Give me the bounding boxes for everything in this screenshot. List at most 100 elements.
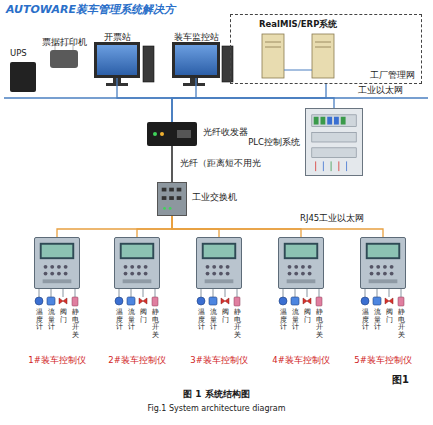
drawing-part [162, 188, 167, 192]
drawing-part [169, 207, 172, 210]
drawing-part [288, 272, 292, 276]
drawing-part [370, 272, 374, 276]
drawing-part [331, 161, 332, 171]
drawing-part [315, 47, 331, 48]
drawing-part [334, 117, 339, 125]
drawing-part [315, 161, 316, 171]
node-label: RealMIS/ERP系统 [259, 19, 337, 29]
drawing-part [314, 117, 319, 125]
node-label: 开票站 [104, 32, 131, 42]
drawing-part [301, 272, 305, 276]
drawing-part [383, 272, 387, 276]
device-label: 温度计 [116, 309, 123, 332]
drawing-part [315, 42, 331, 43]
drawing-part [183, 83, 205, 86]
ethernet-link [117, 78, 172, 122]
drawing-part [169, 188, 174, 192]
drawing-part [265, 42, 281, 43]
drawing-part [294, 265, 298, 269]
drawing-part [312, 115, 356, 127]
drawing-part [262, 34, 284, 78]
drawing-part [288, 265, 292, 269]
caption: 图 1 系统结构图 [183, 389, 250, 400]
device-label: 阀门 [60, 309, 67, 324]
device-label: 流量计 [48, 309, 55, 332]
drawing-part [43, 279, 72, 283]
drawing-part [169, 196, 174, 200]
drawing-part [153, 132, 157, 136]
drawing-part [390, 272, 394, 276]
drawing-part [147, 122, 197, 146]
device-label: 阀门 [222, 309, 229, 324]
fiber-transceiver: 光纤收发器 [147, 122, 197, 146]
node-label: 票据打印机 [42, 37, 87, 47]
drawing-part [120, 243, 154, 259]
node-label: PLC控制系统 [248, 137, 300, 147]
drawing-part [160, 132, 164, 136]
drawing-part [312, 132, 356, 142]
device-label: 流量计 [128, 309, 135, 332]
drawing-part [35, 238, 79, 288]
drawing-part [390, 265, 394, 269]
drawing-part [42, 245, 73, 258]
device-label: 温度计 [280, 309, 287, 332]
drawing-part [361, 238, 405, 288]
drawing-part [286, 245, 317, 258]
annotation: 工业以太网 [358, 85, 403, 95]
drawing-part [204, 245, 235, 258]
node-label: 装车监控站 [174, 32, 219, 42]
printer-box: 票据打印机 [50, 50, 78, 68]
server-icon [262, 34, 334, 78]
drawing-part [366, 243, 400, 259]
drawing-part [202, 243, 236, 259]
ethernet-link [172, 78, 196, 122]
plc-cabinet: PLC控制系统 [305, 108, 363, 176]
workstation-monitor: 装车监控站 [172, 42, 220, 78]
drawing-part [64, 272, 68, 276]
drawing-part [226, 265, 230, 269]
drawing-part [197, 238, 241, 288]
annotation: Fig.1 System architecture diagram [147, 404, 285, 414]
drawing-part [50, 265, 54, 269]
loading-controller: 2#装车控制仪 [114, 237, 160, 289]
drawing-part [144, 265, 148, 269]
drawing-part [338, 161, 339, 171]
workstation-monitor: 开票站 [94, 42, 140, 78]
drawing-part [143, 46, 154, 82]
drawing-part [115, 289, 158, 306]
device-label: 流量计 [292, 309, 299, 332]
drawing-part [137, 265, 141, 269]
drawing-part [158, 183, 186, 215]
drawing-part [383, 265, 387, 269]
node-label: 5#装车控制仪 [354, 355, 412, 365]
device-label: 静电开关 [398, 309, 405, 340]
drawing-part [212, 272, 216, 276]
drawing-part [279, 289, 322, 306]
drawing-part [284, 243, 318, 259]
device-label: 静电开关 [72, 309, 79, 340]
loading-controller: 5#装车控制仪 [360, 237, 406, 289]
drawing-part [219, 272, 223, 276]
drawing-part [144, 272, 148, 276]
device-label: 阀门 [140, 309, 147, 324]
ethernet-link [172, 84, 326, 122]
drawing-part [279, 238, 323, 288]
device-label: 静电开关 [152, 309, 159, 340]
node-label: 4#装车控制仪 [272, 355, 330, 365]
drawing-part [369, 279, 398, 283]
rj45-link [57, 216, 172, 237]
device-label: 温度计 [198, 309, 205, 332]
drawing-part [177, 188, 182, 192]
loading-controller: 3#装车控制仪 [196, 237, 242, 289]
drawing-part [122, 245, 153, 258]
drawing-part [206, 265, 210, 269]
drawing-part [346, 161, 347, 171]
drawing-part [370, 265, 374, 269]
network-region: RealMIS/ERP系统工厂管理网 [230, 14, 422, 84]
node-label: UPS [10, 48, 27, 58]
ups-box: UPS [10, 62, 36, 92]
drawing-part [130, 265, 134, 269]
drawing-part [376, 265, 380, 269]
drawing-part [197, 289, 240, 306]
drawing-part [284, 70, 312, 71]
